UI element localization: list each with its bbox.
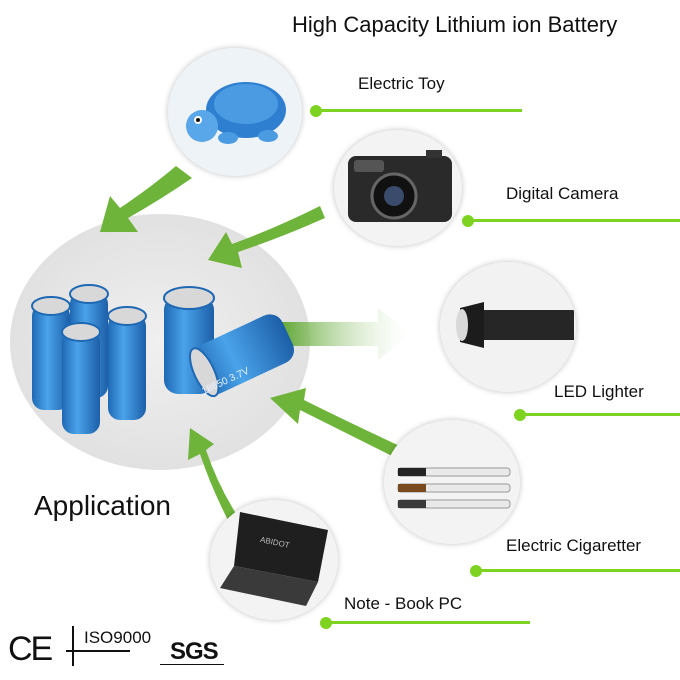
connector-line [326,621,530,624]
arrow-from-toy [100,166,192,232]
cigarette-image [384,420,520,544]
label-electric-cigaretter: Electric Cigaretter [506,536,642,555]
toy-image [168,48,302,176]
connector-line [520,413,680,416]
e-cigarette-icon [384,420,520,544]
label-electric-toy: Electric Toy [358,74,445,93]
camera-icon [334,130,462,246]
ce-mark: CE [8,630,53,668]
turtle-toy-icon [168,48,302,176]
label-digital-camera: Digital Camera [506,184,619,203]
arrow-from-cigarette [270,388,404,460]
iso-bar [72,626,74,666]
sgs-mark: SGS [170,638,219,665]
label-led-lighter: LED Lighter [554,382,644,401]
iso-mark: ISO9000 [84,628,152,647]
connector-line [476,569,680,572]
arrow-from-laptop [188,428,240,528]
label-notebook-pc: Note - Book PC [344,594,463,613]
light-image [440,262,576,392]
arrow-from-camera [208,206,325,268]
center-label: Application [34,490,171,521]
camera-image [334,130,462,246]
laptop-icon [210,500,338,620]
laptop-image: ABIDOT [210,500,338,620]
sgs-underline [160,664,224,665]
page-title: High Capacity Lithium ion Battery [292,12,618,37]
connector-line [468,219,680,222]
flashlight-icon [440,262,576,392]
arrow-from-light [278,308,410,360]
battery-group [31,284,295,434]
iso-underline [66,650,130,652]
arrows [100,166,410,528]
connector-line [316,109,522,112]
